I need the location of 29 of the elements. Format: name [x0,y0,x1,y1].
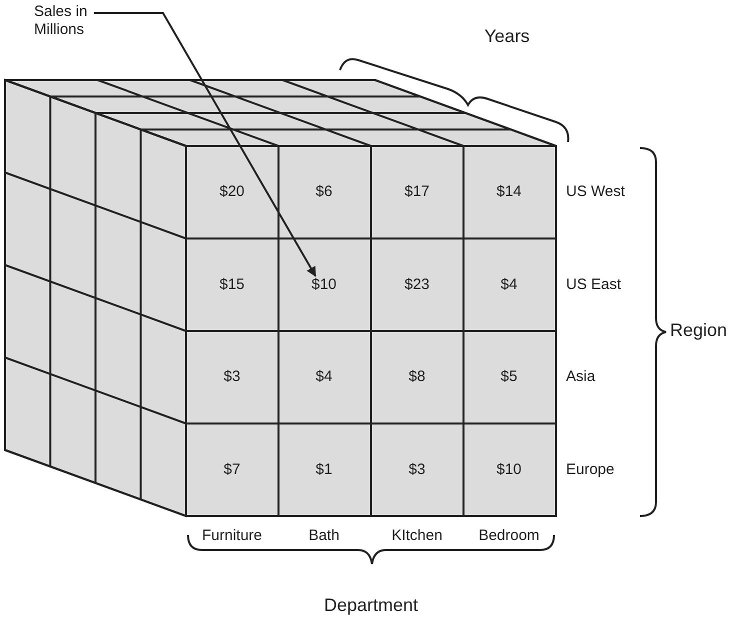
department-label: Furniture [202,527,262,545]
region-label: Asia [566,368,596,386]
sales-value: $8 [408,368,426,386]
leader-arrow [94,12,316,277]
sales-value: $3 [224,368,240,386]
sales-value: $1 [316,461,332,479]
region-label: US West [566,183,625,201]
sales-value: $4 [316,368,332,386]
axis-title: Department [324,596,418,614]
sales-value: $15 [219,276,245,294]
department-label: KItchen [392,527,442,545]
sales-value: $17 [404,183,430,201]
sales-value: $7 [224,461,240,479]
axis-title: Region [670,321,728,339]
department-label: Bedroom [478,527,540,545]
sales-value: $3 [408,461,426,479]
sales-value: $4 [500,276,518,294]
department-label: Bath [308,527,340,545]
sales-value: $14 [496,183,522,201]
callout-text: Sales in Millions [34,3,104,39]
axis-title: Years [484,27,530,45]
sales-value: $10 [311,276,337,294]
sales-value: $23 [404,276,430,294]
sales-value: $6 [316,183,332,201]
region-label: US East [566,276,622,294]
sales-value: $5 [500,368,518,386]
region-label: Europe [566,461,614,479]
sales-value: $20 [219,183,245,201]
sales-value: $10 [496,461,522,479]
